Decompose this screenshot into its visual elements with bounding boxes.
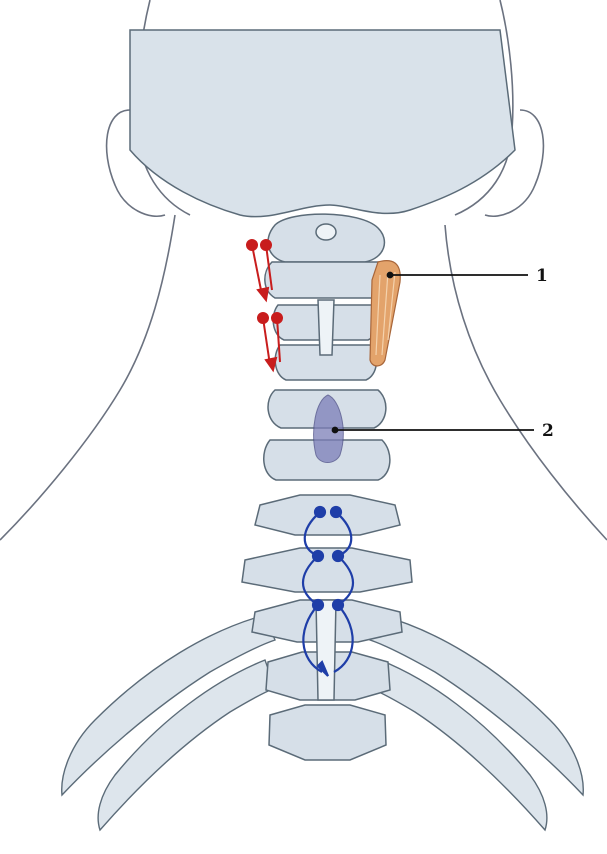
spinous-process-lower [316,600,336,700]
leader-dot-1 [388,273,393,278]
vertebra-t1 [242,548,412,592]
skull-base [130,30,515,217]
vertebra-c7 [255,495,400,535]
callout-label-1: 1 [536,266,548,286]
leader-dot-2 [333,428,338,433]
vertebra-c2 [265,262,389,298]
spinous-process-upper [318,300,334,355]
callout-label-2: 2 [542,421,554,441]
dens [316,224,336,240]
vertebra-t4 [269,705,386,760]
